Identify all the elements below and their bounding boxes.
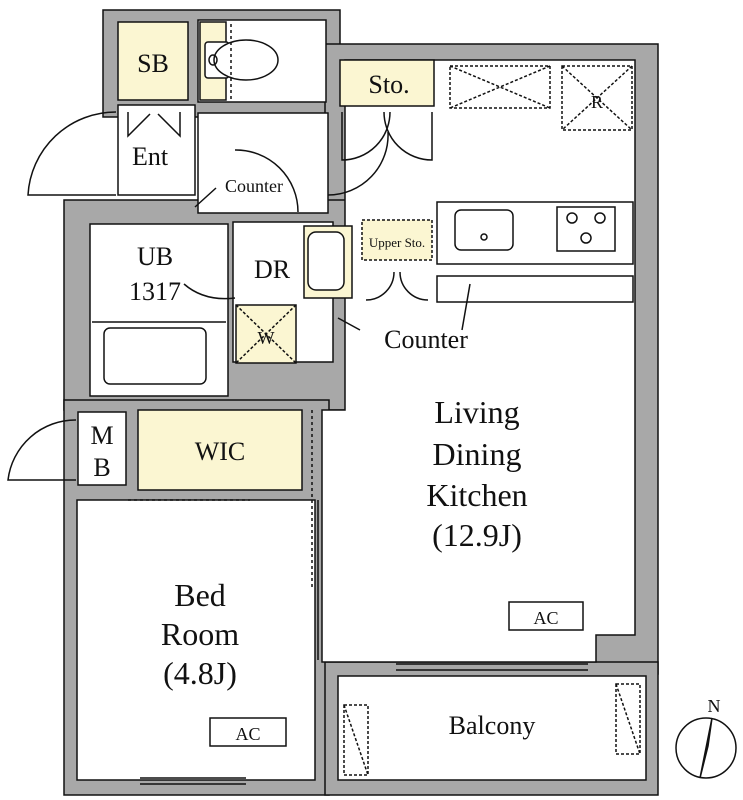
ac-ldk-box bbox=[508, 601, 584, 631]
label-sb: SB bbox=[137, 49, 169, 78]
front-door-swing bbox=[27, 111, 117, 196]
mb-door-swing bbox=[7, 419, 77, 481]
toilet-icon bbox=[204, 24, 279, 100]
fixtures bbox=[7, 24, 641, 785]
fridge-space bbox=[561, 65, 633, 131]
room-ldk bbox=[321, 59, 636, 663]
upper-cabinet bbox=[449, 65, 551, 109]
kitchen-counter bbox=[436, 201, 634, 265]
label-ub-line2: 1317 bbox=[129, 277, 181, 306]
stove-icon bbox=[556, 206, 616, 252]
ub-leader-line bbox=[183, 283, 236, 300]
label-ldk-line3: Kitchen bbox=[426, 477, 527, 513]
label-ldk-line4: (12.9J) bbox=[432, 517, 522, 553]
sto-door-left bbox=[341, 111, 391, 161]
ldk-door-swing bbox=[327, 131, 389, 196]
counter-top-leader bbox=[194, 187, 217, 208]
north-compass-icon bbox=[675, 717, 737, 779]
label-bed-line1: Bed bbox=[174, 577, 226, 613]
label-balcony: Balcony bbox=[449, 711, 536, 740]
balcony-outdoor-unit-right bbox=[615, 683, 641, 755]
label-mb-line2: B bbox=[93, 453, 110, 482]
kitchen-sink-icon bbox=[454, 209, 514, 251]
label-ac-bed: AC bbox=[235, 724, 260, 744]
label-ub-line1: UB bbox=[137, 242, 173, 271]
sto-door-right bbox=[383, 111, 433, 161]
storage-sb bbox=[117, 21, 189, 101]
room-corridor bbox=[197, 112, 329, 214]
label-w: W bbox=[258, 328, 275, 348]
corridor-door-swing bbox=[234, 149, 299, 213]
upper-sto-door-left bbox=[365, 271, 395, 301]
wash-basin-icon bbox=[307, 231, 345, 291]
counter-mid-leader bbox=[461, 283, 471, 331]
storage-sto bbox=[339, 59, 435, 107]
counter-mid-leader-2 bbox=[337, 317, 361, 331]
washer-cross bbox=[235, 304, 297, 364]
label-dr: DR bbox=[254, 255, 291, 284]
label-wic: WIC bbox=[195, 437, 246, 466]
storage-upper-sto bbox=[361, 219, 433, 261]
label-counter-top: Counter bbox=[225, 176, 283, 196]
room-balcony bbox=[337, 675, 647, 781]
bathtub-icon bbox=[103, 327, 207, 385]
label-sto: Sto. bbox=[368, 70, 409, 99]
ent-storage-door-left bbox=[127, 112, 151, 138]
labels: SB Sto. Ent R Counter Upper Sto. UB 1317… bbox=[90, 49, 720, 744]
label-bed-line2: Room bbox=[161, 616, 239, 652]
room-meter-box bbox=[77, 411, 127, 486]
label-counter-mid: Counter bbox=[384, 325, 468, 354]
upper-sto-door-right bbox=[399, 271, 429, 301]
label-north: N bbox=[708, 696, 721, 716]
label-mb-line1: M bbox=[90, 421, 113, 450]
counter-bar bbox=[436, 275, 634, 303]
label-ldk-line2: Dining bbox=[433, 436, 522, 472]
label-upper-sto: Upper Sto. bbox=[369, 235, 425, 250]
label-bed-line3: (4.8J) bbox=[163, 655, 237, 691]
label-ldk-line1: Living bbox=[434, 394, 519, 430]
label-ac-ldk: AC bbox=[533, 608, 558, 628]
label-ent: Ent bbox=[132, 142, 169, 171]
balcony-outdoor-unit-left bbox=[343, 704, 369, 776]
room-entrance bbox=[117, 104, 196, 196]
storage-wic bbox=[137, 409, 303, 491]
ac-bed-box bbox=[209, 717, 287, 747]
ent-storage-door-right bbox=[157, 112, 181, 138]
label-r: R bbox=[591, 92, 603, 112]
